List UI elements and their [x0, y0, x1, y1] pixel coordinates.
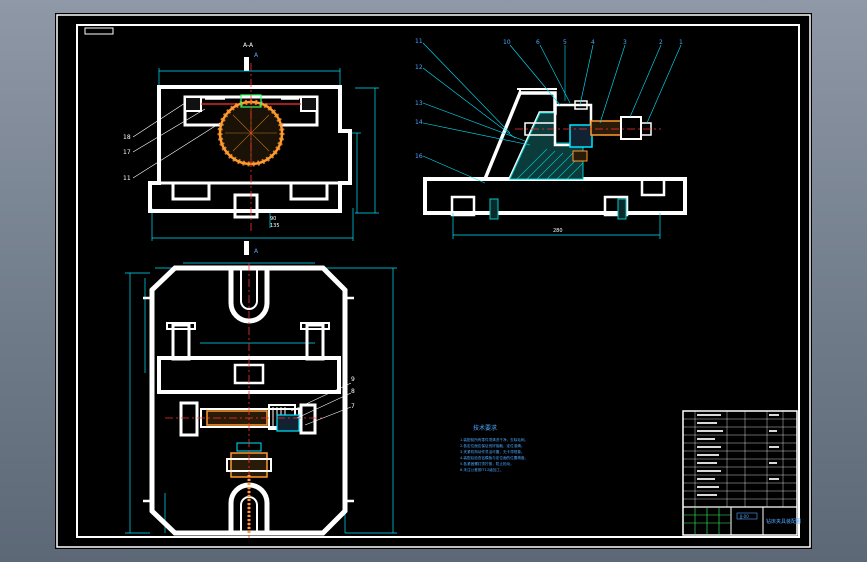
note-2: 2.各定位面应保证良好接触，定位准确。 [460, 443, 525, 448]
lower-clamp-left [179, 401, 199, 437]
title-block-frame [682, 410, 798, 536]
top-u-slot [228, 268, 270, 324]
notes-title: 技术要求 [473, 424, 497, 432]
top-label-8: 8 [351, 388, 355, 395]
part-label-11: 11 [123, 175, 131, 182]
view-cut-mark [244, 241, 249, 255]
side-label-14: 14 [415, 119, 423, 126]
section-label: A-A [243, 42, 254, 49]
post-right [305, 323, 325, 361]
side-screw [590, 120, 622, 136]
top-view: A [125, 241, 397, 538]
post-left [171, 323, 191, 361]
side-label-1: 1 [679, 39, 683, 46]
clamp-block-left [184, 96, 202, 112]
side-dim-280: 280 [553, 228, 563, 234]
view-mark-a: A [254, 248, 259, 255]
base-slot-left [171, 181, 211, 201]
top-label-7: 7 [351, 403, 355, 410]
technical-notes: 技术要求 1.装配前所有零件须清洗干净，去除毛刺。 2.各定位面应保证良好接触，… [460, 424, 528, 472]
clamp-block-right [300, 96, 318, 112]
note-3: 3.夹紧机构动作灵活可靠，无卡滞现象。 [460, 449, 525, 454]
part-label-17: 17 [123, 149, 131, 156]
note-5: 5.各紧固螺钉须拧紧，防止松动。 [460, 461, 514, 466]
outer-border [56, 14, 811, 548]
top-body-octagon [149, 265, 348, 536]
side-label-4: 4 [591, 39, 595, 46]
base-slot-right [289, 181, 329, 201]
inner-border [76, 24, 800, 538]
base-center-slot [233, 193, 259, 219]
side-label-5: 5 [563, 39, 567, 46]
note-4: 4.装配后检查钻模板与定位面的位置精度。 [460, 455, 528, 460]
side-label-13: 13 [415, 100, 423, 107]
side-label-16: 16 [415, 153, 423, 160]
lower-clamp-right [299, 403, 317, 435]
note-1: 1.装配前所有零件须清洗干净，去除毛刺。 [460, 437, 528, 442]
section-cut-mark [244, 57, 249, 71]
title-block: JJ-00 钻床夹具装配图 [682, 410, 801, 536]
side-label-2: 2 [659, 39, 663, 46]
side-handle-nut [620, 116, 642, 140]
front-dim-90: 90 [270, 216, 276, 222]
side-label-11: 11 [415, 38, 423, 45]
side-view: 11 12 13 14 16 10 6 5 4 3 2 1 280 [415, 38, 687, 239]
upper-cavity [183, 95, 319, 127]
front-section-view: A-A A 90 135 [123, 42, 379, 241]
section-mark-a: A [254, 52, 259, 59]
front-dim-135: 135 [270, 223, 280, 229]
corner-tag [84, 27, 114, 35]
title-block-drawing-name: 钻床夹具装配图 [766, 518, 801, 525]
side-label-3: 3 [623, 39, 627, 46]
top-label-9: 9 [351, 376, 355, 383]
title-block-code: JJ-00 [739, 514, 749, 519]
cad-drawing: A-A A 90 135 [56, 14, 811, 548]
part-label-18: 18 [123, 134, 131, 141]
note-6: 6.未注公差按IT12级加工。 [460, 467, 504, 472]
side-label-6: 6 [536, 39, 540, 46]
side-label-10: 10 [503, 39, 511, 46]
drawing-sheet: A-A A 90 135 [55, 13, 812, 549]
front-dimensions [151, 68, 379, 241]
side-label-12: 12 [415, 64, 423, 71]
side-base [423, 177, 687, 215]
